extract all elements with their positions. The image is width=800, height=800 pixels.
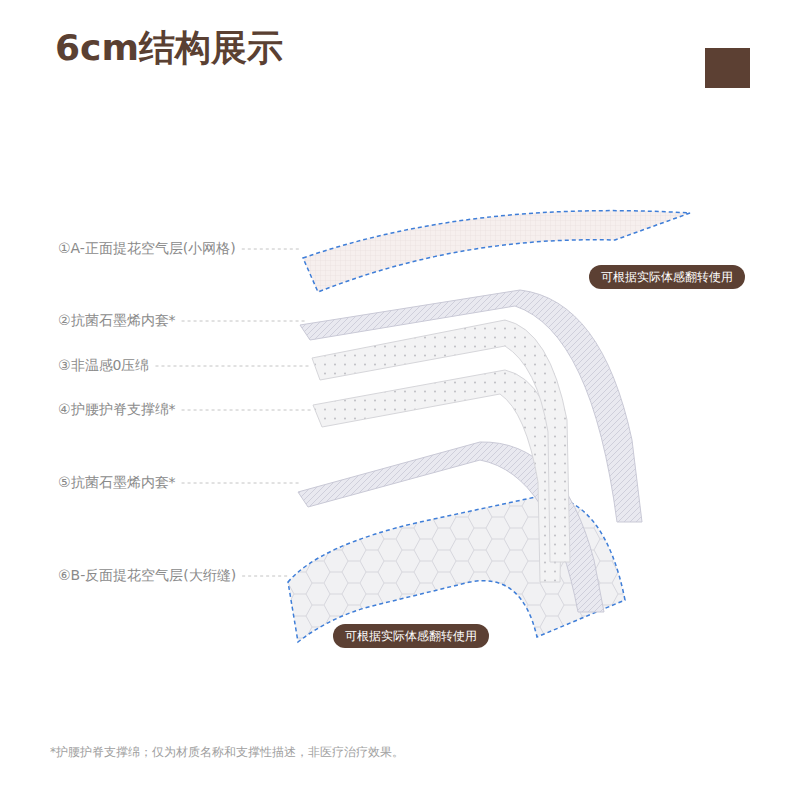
leader-lines [155, 249, 312, 576]
layer-label: ①A-正面提花空气层(小网格) [58, 240, 236, 258]
leader-line [242, 576, 290, 577]
page-title: 6cm结构展示 [55, 24, 283, 73]
graphene-cover-upper [300, 290, 642, 522]
layer-label: ④护腰护脊支撑绵* [58, 401, 176, 419]
layer-label: ③非温感0压绵 [58, 357, 149, 375]
flip-note-pill: 可根据实际体感翻转使用 [333, 624, 489, 648]
footnote: *护腰护脊支撑绵；仅为材质名称和支撑性描述，非医疗治疗效果。 [50, 744, 404, 761]
support-foam [313, 370, 562, 582]
leader-line [155, 366, 310, 367]
pill-text: 可根据实际体感翻转使用 [345, 629, 477, 643]
layer-label: ⑤抗菌石墨烯内套* [58, 474, 176, 492]
leader-line [242, 249, 300, 250]
zero-pressure-foam [312, 320, 570, 562]
brand-square [705, 48, 750, 88]
pill-text: 可根据实际体感翻转使用 [601, 270, 733, 284]
flip-note-pill: 可根据实际体感翻转使用 [589, 265, 745, 289]
leader-line [182, 483, 300, 484]
leader-line [182, 321, 305, 322]
layer-label: ⑥B-反面提花空气层(大绗缝) [58, 567, 236, 585]
leader-line [182, 410, 312, 411]
layer-label: ②抗菌石墨烯内套* [58, 312, 176, 330]
